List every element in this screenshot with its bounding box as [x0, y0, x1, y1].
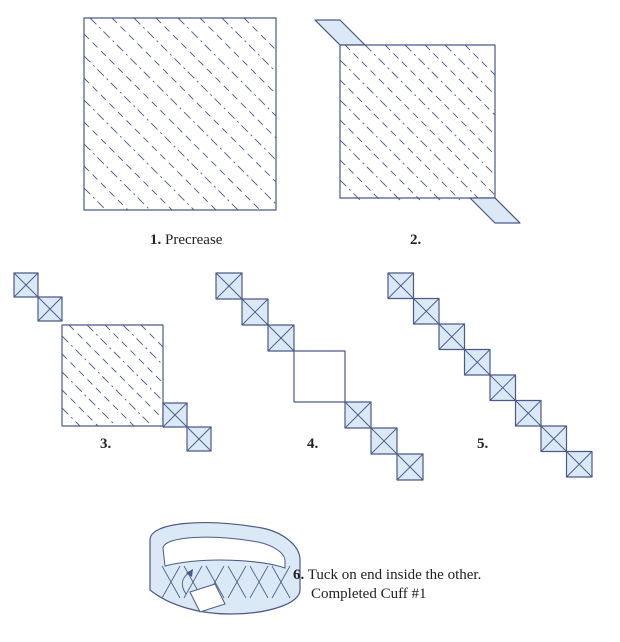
step-2-crease-line [339, 79, 461, 201]
step-1-square-precrease [83, 17, 277, 211]
step-1-crease-line [155, 17, 277, 139]
step-1-crease-line [111, 17, 277, 183]
step-6-number: 6. [293, 567, 305, 583]
step-1-square [83, 17, 277, 211]
step-3-square [61, 324, 164, 427]
step-2-caption: 2. [410, 232, 421, 249]
step-2-number: 2. [410, 232, 422, 248]
step-2-crease-line [339, 99, 441, 201]
step-1-caption: 1. Precrease [150, 232, 222, 249]
step-1-crease-line [133, 17, 277, 161]
step-5-strip-diagonal-b [413, 298, 440, 325]
step-2-crease-line [339, 59, 481, 201]
step-3-crease-line [61, 389, 99, 427]
step-4-bottom-strip-diagonal-b [344, 401, 372, 429]
step-6-text: Tuck on end inside the other. [307, 567, 482, 583]
step-1-number: 1. [150, 232, 162, 248]
step-2-crease-line [339, 179, 361, 201]
step-2-square [339, 44, 496, 199]
step-5-strip-diagonal-b [464, 349, 491, 376]
step-2-crease-line [339, 139, 401, 201]
step-5-strip-diagonal-b [438, 323, 465, 350]
step-1-crease-line [89, 17, 277, 205]
step-6-band-crease [271, 565, 291, 599]
step-2-crease-line [384, 44, 496, 156]
step-6-band-crease [183, 565, 203, 599]
step-2-top-flap [314, 19, 366, 46]
step-5-strip-diagonal-b [566, 451, 593, 478]
step-1-crease-line [199, 17, 277, 95]
step-3-bottom-strip-diagonal-b [162, 402, 188, 428]
step-2-crease-line [444, 44, 496, 96]
step-6-completed-cuff [149, 522, 301, 615]
step-5-number: 5. [477, 436, 489, 452]
step-3-bottom-strip-diagonal-b [186, 426, 212, 452]
step-1-crease-line [83, 121, 173, 211]
step-3-crease-line [68, 324, 164, 420]
step-1-crease-line [83, 187, 107, 211]
step-4-top-strip-diagonal-b [241, 298, 269, 326]
step-6-band-crease [249, 565, 269, 599]
step-2-crease-line [424, 44, 496, 116]
step-6-band-crease [161, 565, 181, 599]
step-1-text: Precrease [165, 232, 223, 248]
step-2-crease-line [404, 44, 496, 136]
step-2-crease-line [339, 159, 381, 201]
step-5-strip-diagonal-b [489, 374, 516, 401]
step-3-crease-line [61, 371, 117, 427]
step-1-crease-line [83, 143, 151, 211]
step-4-bottom-strip-diagonal-b [370, 427, 398, 455]
step-5-caption: 5. [477, 436, 488, 453]
step-1-crease-line [83, 99, 195, 211]
step-4-top-strip-diagonal-b [215, 272, 243, 300]
step-4-diagram [215, 272, 424, 481]
step-5-strip-diagonal-b [387, 272, 414, 299]
step-6-band-crease [227, 565, 247, 599]
step-1-crease-line [177, 17, 277, 117]
step-4-top-strip-diagonal-b [267, 324, 295, 352]
step-3-crease-line [61, 353, 135, 427]
step-2-diagram [314, 19, 521, 224]
step-4-number: 4. [307, 436, 319, 452]
step-4-bottom-strip-diagonal-b [396, 453, 424, 481]
step-2-bottom-flap [469, 197, 521, 224]
step-2-flap-crease [314, 19, 341, 46]
step-1-crease-line [83, 55, 239, 211]
step-4-center-square [293, 350, 346, 403]
step-2-crease-line [339, 119, 421, 201]
step-3-crease-line [61, 335, 153, 427]
step-1-crease-line [83, 33, 261, 211]
step-3-caption: 3. [100, 436, 111, 453]
step-5-strip-diagonal-b [515, 400, 542, 427]
step-6-line-2: Completed Cuff #1 [311, 586, 427, 602]
step-2-crease-line [364, 44, 496, 176]
step-6-caption: 6. Tuck on end inside the other. Complet… [293, 566, 481, 604]
step-3-diagram [13, 272, 212, 452]
step-1-crease-line [83, 165, 129, 211]
step-6-cuff-opening [162, 536, 286, 569]
step-6-line-1: 6. Tuck on end inside the other. [293, 566, 481, 585]
step-1-crease-line [221, 17, 277, 73]
step-6-cuff-outer [149, 522, 301, 615]
step-6-arrow-head [186, 569, 193, 577]
step-3-number: 3. [100, 436, 112, 452]
step-3-crease-line [86, 324, 164, 402]
step-3-top-strip-diagonal-b [13, 272, 39, 298]
step-5-strip-diagonal-b [540, 425, 567, 452]
step-5-strip-diagram [387, 272, 593, 478]
step-3-top-strip-diagonal-b [37, 296, 63, 322]
step-3-crease-line [140, 324, 164, 348]
step-3-crease-line [104, 324, 164, 384]
step-6-tucked-flap [189, 583, 226, 613]
step-2-flap-crease [494, 197, 521, 224]
step-1-crease-line [243, 17, 277, 51]
step-3-crease-line [61, 407, 81, 427]
step-4-caption: 4. [307, 436, 318, 453]
